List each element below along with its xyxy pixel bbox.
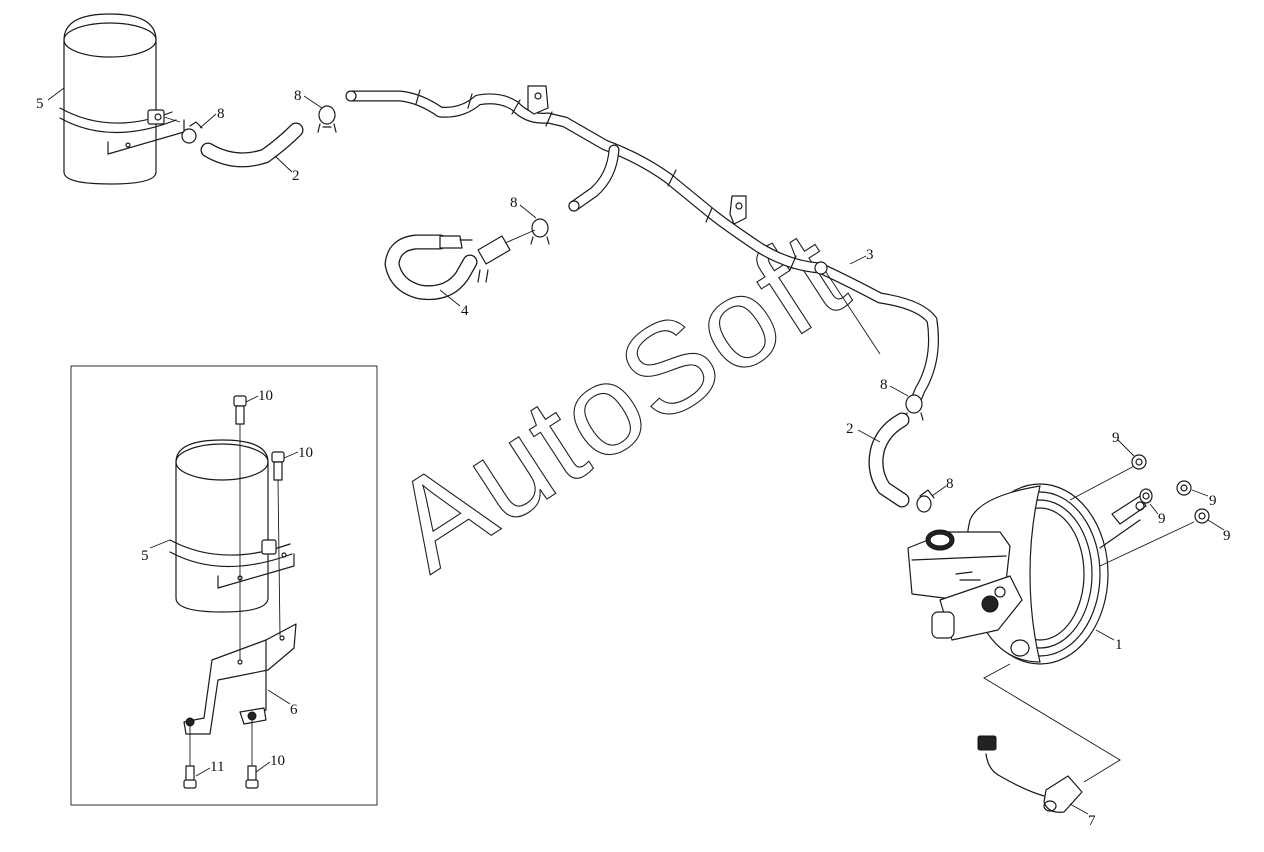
bolt-10-c <box>245 720 259 789</box>
callout-10-b: 10 <box>298 445 313 461</box>
callout-2-right: 2 <box>846 421 854 437</box>
callout-7: 7 <box>1088 813 1096 829</box>
vacuum-hose-right <box>868 412 935 513</box>
callout-2-top: 2 <box>292 168 300 184</box>
bolt-10-b <box>271 451 285 637</box>
callout-8-right: 8 <box>880 377 888 393</box>
callout-8-booster: 8 <box>946 476 954 492</box>
nut-9-b <box>1176 480 1192 496</box>
bolt-11 <box>183 726 197 789</box>
callout-9-d: 9 <box>1223 528 1231 544</box>
callout-10-c: 10 <box>270 753 285 769</box>
bolt-10-a <box>233 395 247 660</box>
callout-9-a: 9 <box>1112 430 1120 446</box>
callout-3: 3 <box>866 247 874 263</box>
callout-4: 4 <box>461 303 469 319</box>
callout-10-a: 10 <box>258 388 273 404</box>
callout-5-top: 5 <box>36 96 44 112</box>
callout-9-b: 9 <box>1209 493 1217 509</box>
vacuum-sensor <box>977 663 1121 813</box>
callout-8-top-left: 8 <box>217 106 225 122</box>
vacuum-hose-top <box>181 121 304 168</box>
callout-5-inset: 5 <box>141 548 149 564</box>
callout-6: 6 <box>290 702 298 718</box>
callout-1: 1 <box>1115 637 1123 653</box>
vacuum-reservoir-inset <box>169 439 295 613</box>
hose-clamp-top <box>317 105 337 133</box>
hose-clamp-mid <box>530 218 550 245</box>
vacuum-reservoir-top <box>59 13 185 185</box>
inset-frame <box>70 365 378 806</box>
vacuum-hose-check-valve <box>384 229 536 301</box>
callout-8-top: 8 <box>294 88 302 104</box>
vacuum-pipe-main <box>345 85 939 408</box>
hose-clamp-right <box>904 394 924 421</box>
master-cylinder <box>907 529 1023 641</box>
nut-9-a <box>1131 454 1147 470</box>
callout-8-mid: 8 <box>510 195 518 211</box>
nut-9-c <box>1139 488 1153 504</box>
callout-11: 11 <box>210 759 224 775</box>
callout-9-c: 9 <box>1158 511 1166 527</box>
leader-lines <box>47 87 1225 815</box>
nut-9-d <box>1194 508 1210 524</box>
